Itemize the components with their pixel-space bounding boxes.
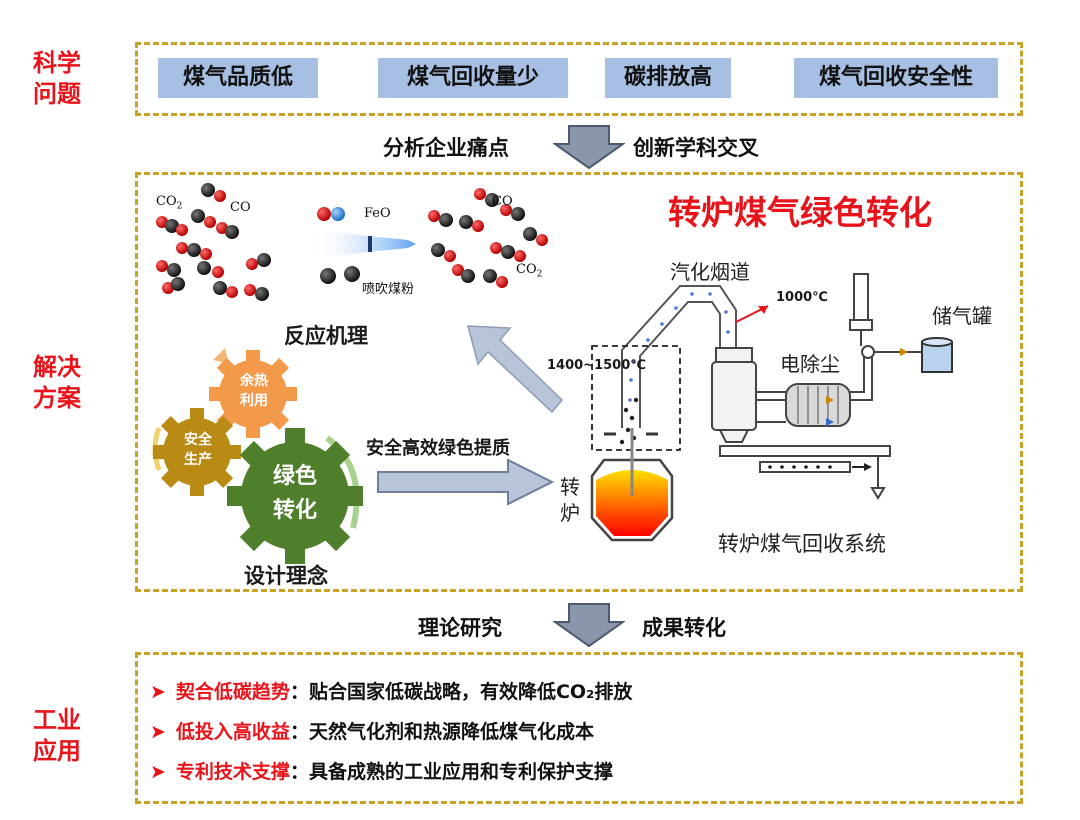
waste-heat-gear-label: 余热 利用: [240, 373, 268, 409]
recovery-system-label: 转炉煤气回收系统: [718, 532, 886, 556]
right-arrow-icon: [377, 458, 555, 506]
electrostatic-precipitator-icon: [785, 383, 851, 427]
feo-label: FeO: [364, 206, 391, 221]
green-conversion-gear-icon: [227, 428, 363, 564]
coal-powder-label: 喷吹煤粉: [362, 282, 415, 297]
evaporative-cooler-icon: [711, 347, 757, 443]
valve-icon: [861, 345, 875, 359]
problem-item-4: 煤气回收安全性: [794, 58, 998, 98]
application-item-1: ➤契合低碳趋势：贴合国家低碳战略，有效降低CO₂排放: [150, 681, 633, 703]
bullet-arrow-icon: ➤: [150, 761, 166, 783]
high-temp-zone-box: [591, 345, 681, 451]
chimney-icon: [849, 273, 873, 346]
feo-oxygen-icon: [317, 207, 331, 221]
coal-particle-icon: [320, 268, 336, 284]
flue-label: 汽化烟道: [670, 260, 750, 284]
application-item-3: ➤专利技术支撑：具备成熟的工业应用和专利保护支撑: [150, 761, 613, 783]
down-arrow-icon: [553, 125, 625, 170]
flue-duct-icon: [621, 285, 737, 428]
problem-item-3: 碳排放高: [605, 58, 731, 98]
co-label-right: CO: [492, 194, 513, 209]
co2-label-left: CO2: [156, 194, 183, 212]
problem-item-2: 煤气回收量少: [378, 58, 568, 98]
gas-recovery-system-diagram: [590, 273, 953, 542]
diagonal-arrow-icon: [467, 325, 564, 414]
science-question-label: 科学 问题: [33, 49, 81, 108]
green-gear-label: 绿色 转化: [272, 464, 317, 523]
flow-right-text-2: 成果转化: [642, 616, 726, 640]
mechanism-title: 反应机理: [284, 324, 368, 348]
co2-molecule-icon: [156, 216, 188, 236]
solution-label: 解决 方案: [33, 353, 81, 412]
co2-label-right: CO2: [516, 262, 543, 280]
problem-item-1: 煤气品质低: [158, 58, 318, 98]
safety-gear-icon: [153, 408, 241, 496]
bullet-arrow-icon: ➤: [150, 721, 166, 743]
temp-high-label: 1000℃: [776, 290, 828, 305]
design-gears-illustration: [151, 348, 363, 564]
flow-right-text: 创新学科交叉: [633, 136, 759, 160]
reaction-mechanism-illustration: [156, 183, 548, 301]
temp-range-label: 1400~1500℃: [547, 358, 646, 373]
solution-box: [135, 172, 1023, 592]
dust-removal-label: 电除尘: [780, 352, 840, 376]
problems-box: [135, 42, 1023, 116]
industry-application-label: 工业 应用: [33, 706, 81, 765]
converter-label: 转 炉: [560, 475, 580, 525]
co-molecule-icon: [201, 183, 226, 202]
flow-left-text: 分析企业痛点: [383, 136, 509, 160]
application-item-2: ➤低投入高收益：天然气化剂和热源降低煤气化成本: [150, 721, 594, 743]
injection-jet-icon: [310, 230, 416, 258]
down-arrow-icon-2: [553, 603, 625, 648]
applications-box: [135, 652, 1023, 804]
co-label-left: CO: [230, 200, 251, 215]
storage-tank-icon: [921, 337, 953, 373]
bullet-arrow-icon: ➤: [150, 681, 166, 703]
safety-gear-label: 安全 生产: [184, 432, 212, 468]
solution-title: 转炉煤气绿色转化: [668, 193, 932, 232]
design-title: 设计理念: [244, 564, 328, 588]
flow-left-text-2: 理论研究: [418, 616, 502, 640]
storage-tank-label: 储气罐: [932, 304, 992, 328]
feo-iron-icon: [331, 207, 345, 221]
converter-vessel-icon: [590, 428, 674, 542]
dust-conveyor-icon: [719, 445, 891, 500]
process-arrow-label: 安全高效绿色提质: [366, 438, 510, 459]
